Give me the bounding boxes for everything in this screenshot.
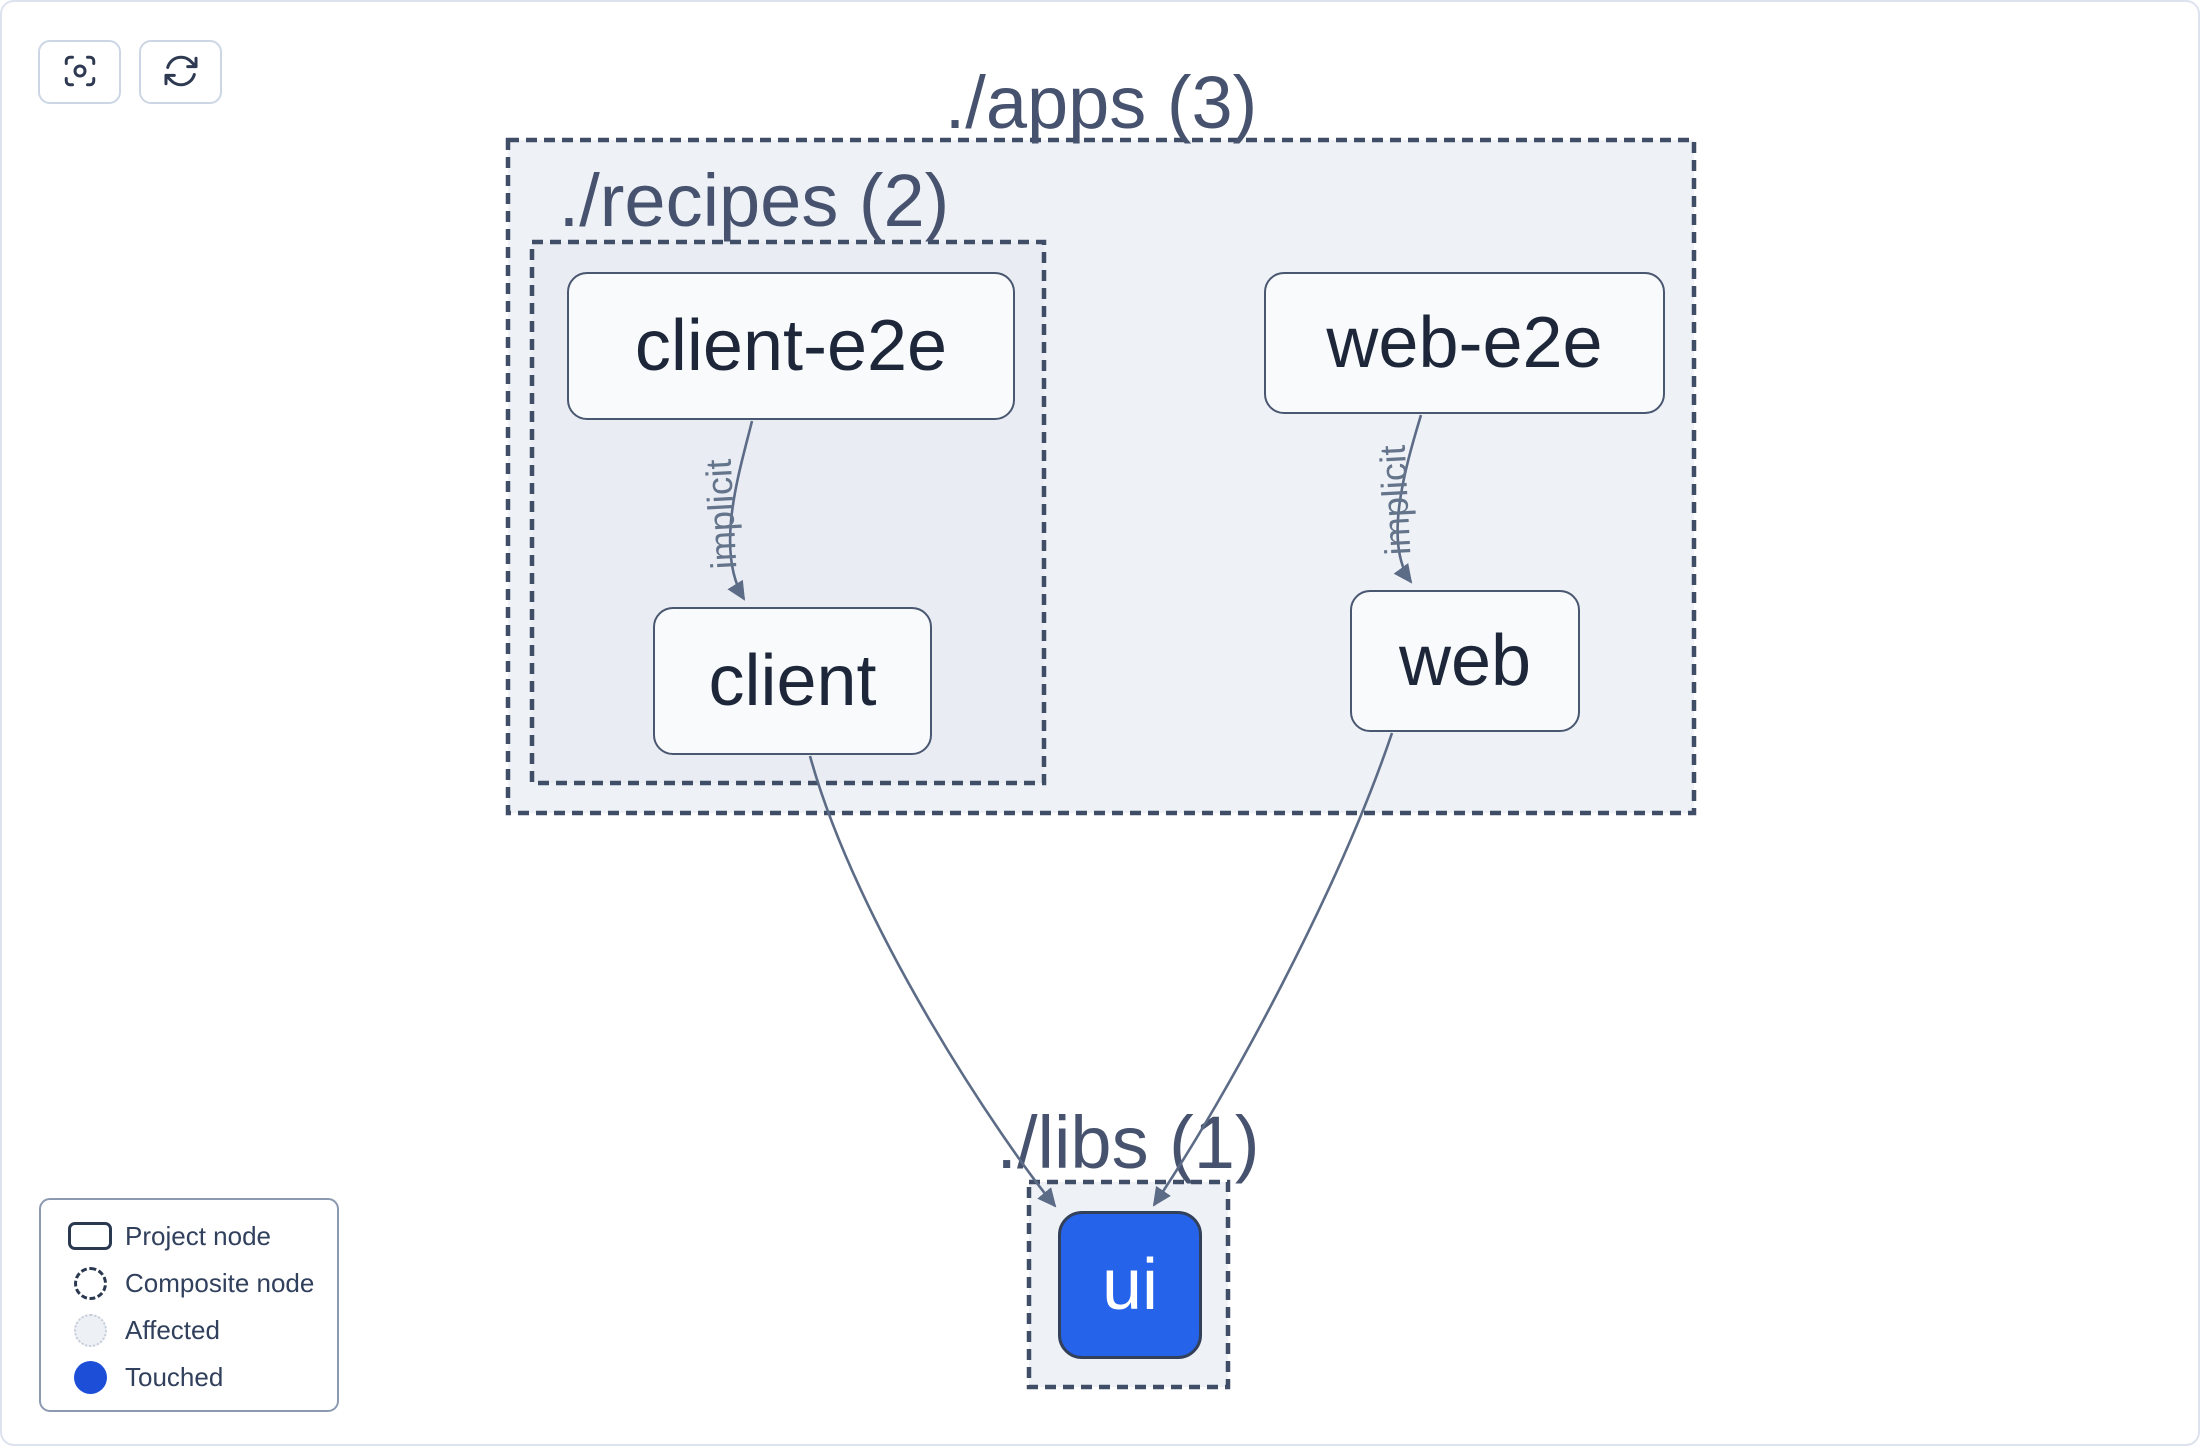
group-label-recipes: ./recipes (2) <box>559 159 950 242</box>
legend-item-label: Composite node <box>125 1267 315 1298</box>
affected-icon <box>73 1313 107 1347</box>
legend-item-composite-node: Composite node <box>41 1260 337 1306</box>
edge-web-e2e-to-web[interactable] <box>1393 414 1423 584</box>
project-node-web[interactable]: web <box>1350 590 1580 732</box>
project-node-icon <box>68 1222 112 1250</box>
group-label-apps: ./apps (3) <box>945 61 1258 144</box>
viewfinder-icon <box>60 51 100 94</box>
legend: Project node Composite node Affected Tou… <box>39 1198 339 1412</box>
center-graph-button[interactable] <box>38 40 121 104</box>
refresh-icon <box>161 51 201 94</box>
edge-web-to-ui[interactable] <box>1152 732 1394 1207</box>
node-label: web-e2e <box>1326 303 1603 383</box>
refresh-graph-button[interactable] <box>139 40 222 104</box>
legend-item-project-node: Project node <box>41 1213 337 1259</box>
edge-client-to-ui[interactable] <box>808 755 1057 1208</box>
group-label-libs: ./libs (1) <box>996 1101 1259 1184</box>
project-node-client-e2e[interactable]: client-e2e <box>567 272 1015 420</box>
node-label: ui <box>1101 1245 1159 1325</box>
legend-item-affected: Affected <box>41 1307 337 1353</box>
legend-item-label: Affected <box>125 1314 220 1345</box>
legend-item-touched: Touched <box>41 1354 337 1400</box>
node-label: client-e2e <box>634 306 948 386</box>
composite-node-icon <box>73 1266 107 1300</box>
edge-label-implicit-client: implicit <box>698 458 745 570</box>
edge-client-e2e-to-client[interactable] <box>727 420 754 601</box>
legend-item-label: Touched <box>125 1361 224 1392</box>
node-label: client <box>708 641 877 721</box>
project-node-client[interactable]: client <box>653 607 932 755</box>
project-node-web-e2e[interactable]: web-e2e <box>1264 272 1665 414</box>
touched-icon <box>73 1360 107 1394</box>
project-node-ui-touched[interactable]: ui <box>1058 1211 1202 1359</box>
node-label: web <box>1398 621 1532 701</box>
legend-item-label: Project node <box>125 1220 271 1251</box>
edge-label-implicit-web: implicit <box>1372 444 1419 556</box>
